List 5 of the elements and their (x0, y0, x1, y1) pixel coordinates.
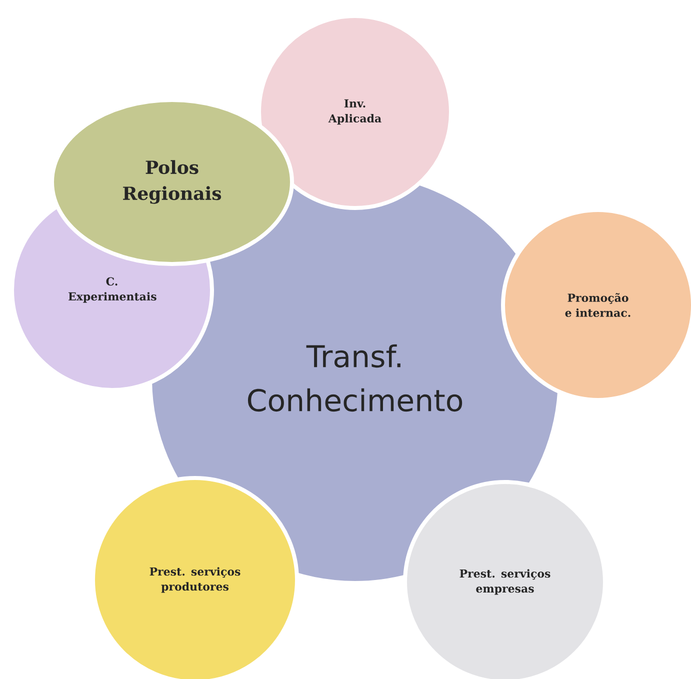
circle-node: Inv. Aplicada (257, 14, 453, 210)
circle-node: Prest. serviços empresas (403, 480, 607, 679)
ellipse-node: Polos Regionais (50, 98, 294, 266)
circle-node: Prest. serviços produtores (91, 476, 299, 679)
circle-node: Promoção e internac. (501, 208, 691, 402)
